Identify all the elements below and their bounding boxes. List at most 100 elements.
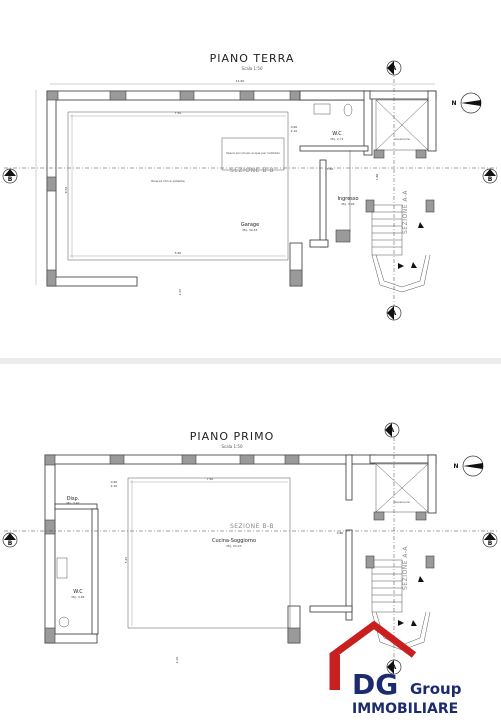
section-label-aa: SEZIONE A-A: [402, 546, 409, 590]
dimension-label: 3,50: [327, 167, 334, 171]
section-marker-b-left: B: [2, 168, 18, 184]
dimension-label: 5,45: [124, 557, 128, 564]
room-name: W.C: [73, 589, 83, 595]
sheet-separator: [0, 358, 501, 364]
plan-piano-terra: PIANO TERRA Scala 1:50 11,50 7,50 5,50 9…: [2, 52, 498, 321]
dimension-label: 7,50: [175, 111, 182, 115]
svg-text:A: A: [392, 65, 397, 72]
dimension-label: 2,10: [291, 129, 298, 133]
staircase: [371, 559, 431, 651]
dimension-label: 1,80: [375, 174, 379, 181]
wall-lift-north: [369, 90, 437, 100]
dimension-label: 5,50: [175, 251, 182, 255]
pillar: [46, 269, 57, 287]
dimension-label: 0,90: [291, 125, 298, 129]
room-name: W.C: [332, 131, 342, 137]
lift-cross: [375, 99, 429, 151]
section-marker-b-right: B: [482, 532, 498, 548]
pillar: [44, 519, 56, 535]
pillar: [373, 149, 385, 159]
svg-text:B: B: [8, 176, 13, 183]
pillar: [415, 511, 427, 521]
section-label-aa: SEZIONE A-A: [402, 190, 409, 234]
lift-shaft: [375, 99, 429, 151]
svg-text:A: A: [390, 427, 395, 434]
section-marker-a-top: A: [386, 60, 402, 76]
pillar: [425, 199, 435, 213]
pillar: [44, 454, 56, 466]
pillar: [287, 627, 301, 644]
north-arrow-icon: N: [453, 455, 484, 477]
pillar: [335, 229, 351, 243]
wall-south: [46, 276, 138, 287]
room-area: Mq. 2,71: [330, 137, 343, 141]
logo-word: Group: [410, 680, 462, 698]
dimension-label: 0,80: [337, 531, 344, 535]
section-marker-a-top: A: [384, 422, 400, 438]
room-name: Ingresso: [337, 196, 358, 202]
section-marker-a-bottom: A: [386, 659, 402, 675]
room-area: Mq. 33,93: [227, 544, 242, 548]
room-name: Disp.: [67, 496, 80, 502]
dimension-label: 9,50: [64, 187, 68, 194]
annotation-label: Vasca accumulo acque per riutilizzo: [226, 151, 280, 155]
wall-wc-north: [299, 90, 371, 101]
pillar: [109, 454, 125, 465]
lift-shaft: [375, 463, 429, 513]
living-inner-outline: [127, 477, 291, 629]
room-area: Mq. 3,47: [66, 501, 79, 505]
dimension-label: 2,10: [111, 484, 118, 488]
dimension-label: 11,50: [236, 79, 245, 83]
north-arrow-icon: N: [451, 92, 482, 114]
wall-partition: [345, 529, 353, 621]
section-marker-a-bottom: A: [386, 305, 402, 321]
dimension-label: 0,90: [111, 480, 118, 484]
wall-partition: [345, 454, 353, 501]
wall-ingresso-south: [309, 239, 329, 248]
plan-title: PIANO PRIMO: [190, 430, 274, 443]
room-name: Ascensore: [394, 500, 410, 504]
svg-text:N: N: [451, 100, 456, 107]
wall-lift-east: [427, 454, 437, 514]
room-area: Mq. 3,84: [71, 595, 84, 599]
wall-wc-east: [91, 508, 99, 635]
section-label-bb: SEZIONE B-B: [230, 167, 274, 174]
pillar: [425, 555, 435, 569]
section-marker-b-left: B: [2, 532, 18, 548]
plan-title: PIANO TERRA: [210, 52, 295, 65]
svg-text:B: B: [488, 176, 493, 183]
wall-lift-north: [369, 454, 437, 464]
wall-partition: [309, 605, 353, 613]
wall-north: [44, 454, 376, 465]
dimension-label: 7,50: [207, 477, 214, 481]
dimension-label: 2,35: [178, 289, 182, 296]
logo-house-wall: [333, 655, 340, 690]
room-area: Mq. 39,45: [243, 228, 258, 232]
wall-disp-south: [54, 503, 98, 510]
svg-text:N: N: [453, 463, 458, 470]
pillar: [365, 555, 375, 569]
logo-initials: DG: [352, 668, 398, 701]
pillar: [44, 627, 56, 644]
dimension-label: 2,10: [175, 657, 179, 664]
pillar: [373, 511, 385, 521]
room-name: Cucina-Soggiorno: [212, 538, 256, 544]
pillar: [181, 454, 197, 465]
company-logo: DG Group IMMOBILIARE: [329, 620, 462, 717]
pillar: [239, 90, 255, 101]
wc-sink-icon: [313, 103, 331, 115]
pillar: [284, 454, 300, 465]
wc-sink-icon: [56, 557, 68, 579]
wc-toilet-icon: [58, 616, 70, 628]
pillar: [239, 454, 255, 465]
staircase: [371, 204, 431, 293]
pillar: [109, 90, 127, 101]
wall-ingresso-west: [319, 159, 327, 248]
pillar: [46, 176, 57, 192]
room-area: Mq. 3,94: [341, 202, 354, 206]
pillar: [365, 199, 375, 213]
lift-cross: [375, 463, 429, 513]
svg-text:A: A: [392, 310, 397, 317]
svg-text:A: A: [392, 664, 397, 671]
plan-scale: Scala 1:50: [221, 444, 242, 449]
